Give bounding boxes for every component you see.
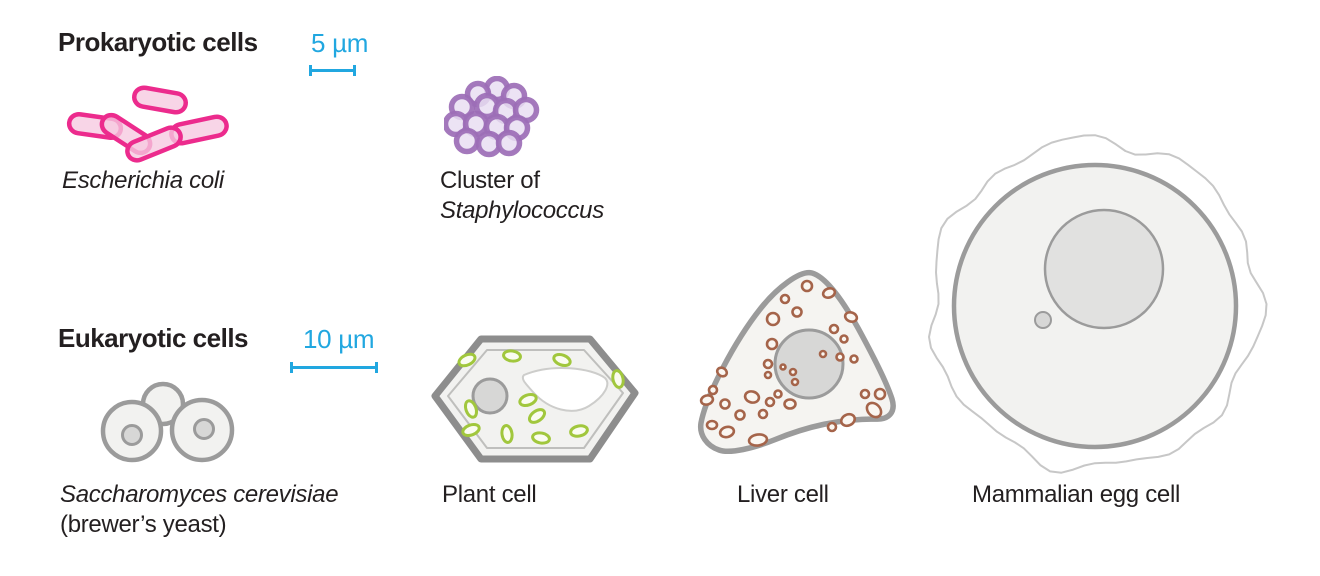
plant-cell-membrane [447,349,624,449]
staphylococcus-label-line2: Staphylococcus [440,197,604,224]
plant-cell-illustration [431,335,639,463]
yeast-label-line1: Saccharomyces cerevisiae [60,481,339,508]
scale-bar-5um [309,65,356,76]
yeast-illustration [100,381,235,463]
staph-cocci [444,76,540,158]
plant-nucleus [471,377,509,415]
scale-bar-line [293,366,375,369]
eukaryotic-heading: Eukaryotic cells [58,323,249,353]
staphylococcus-illustration [444,76,540,158]
yeast-nucleus-left [121,424,143,446]
yeast-label: Saccharomyces cerevisiae (brewer’s yeast… [60,480,339,540]
egg-cell-label: Mammalian egg cell [972,481,1181,508]
egg-polar-body [1034,311,1052,329]
yeast-nucleus-right [193,418,215,440]
egg-nucleus [1043,208,1165,330]
scale-bar-10um [290,362,378,373]
eukaryotic-scale-label: 10 µm [303,324,375,354]
plant-cell-label: Plant cell [442,481,537,508]
prokaryotic-heading: Prokaryotic cells [58,27,258,57]
staphylococcus-label: Cluster of Staphylococcus [440,166,604,226]
liver-mitochondria [699,279,887,447]
yeast-label-line2: (brewer’s yeast) [60,511,227,538]
liver-cell-illustration [697,270,896,454]
scale-bar-line [312,69,353,72]
staphylococcus-label-line1: Cluster of [440,167,540,194]
egg-cell-illustration [928,134,1268,474]
prokaryotic-scale-label: 5 µm [311,28,369,58]
ecoli-label: Escherichia coli [62,167,224,194]
ecoli-rods [66,85,229,163]
ecoli-illustration [66,85,229,163]
plant-chloroplasts [457,349,625,445]
plant-vacuole [521,366,609,412]
liver-cell-label: Liver cell [737,481,829,508]
